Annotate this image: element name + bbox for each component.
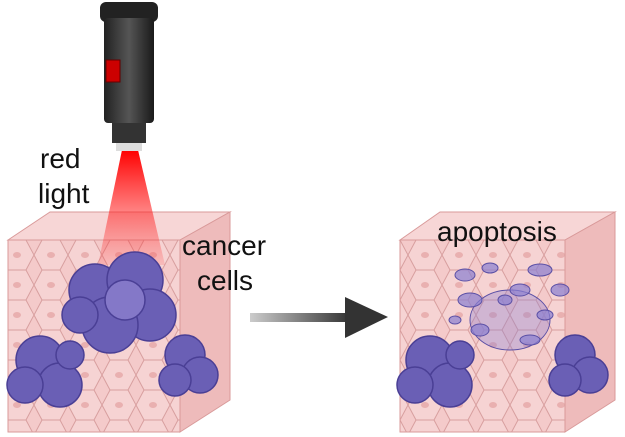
flashlight-icon: [100, 2, 158, 151]
apoptotic-fragments: [448, 262, 570, 351]
label-cells: cells: [197, 265, 254, 296]
arrow-icon: [250, 297, 388, 338]
label-apoptosis: apoptosis: [437, 216, 557, 247]
cancer-cells-remaining: [396, 334, 609, 408]
label-cancer: cancer: [182, 230, 267, 261]
cancer-cells-cluster: [6, 251, 219, 408]
label-red: red: [40, 143, 81, 174]
label-light: light: [38, 178, 90, 209]
red-light-beam: [98, 150, 165, 265]
